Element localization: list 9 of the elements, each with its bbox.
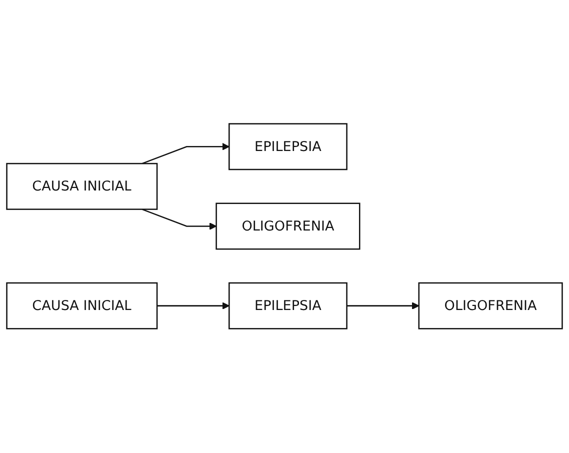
node-box: EPILEPSIA [228,282,348,330]
arrow [157,302,230,310]
node-box: CAUSA INICIAL [6,282,158,330]
node-box: EPILEPSIA [228,123,348,170]
arrow [346,302,420,310]
node-box: OLIGOFRENIA [216,203,360,250]
arrow [142,143,230,164]
node-box: CAUSA INICIAL [6,163,158,210]
node-box: OLIGOFRENIA [418,282,563,330]
